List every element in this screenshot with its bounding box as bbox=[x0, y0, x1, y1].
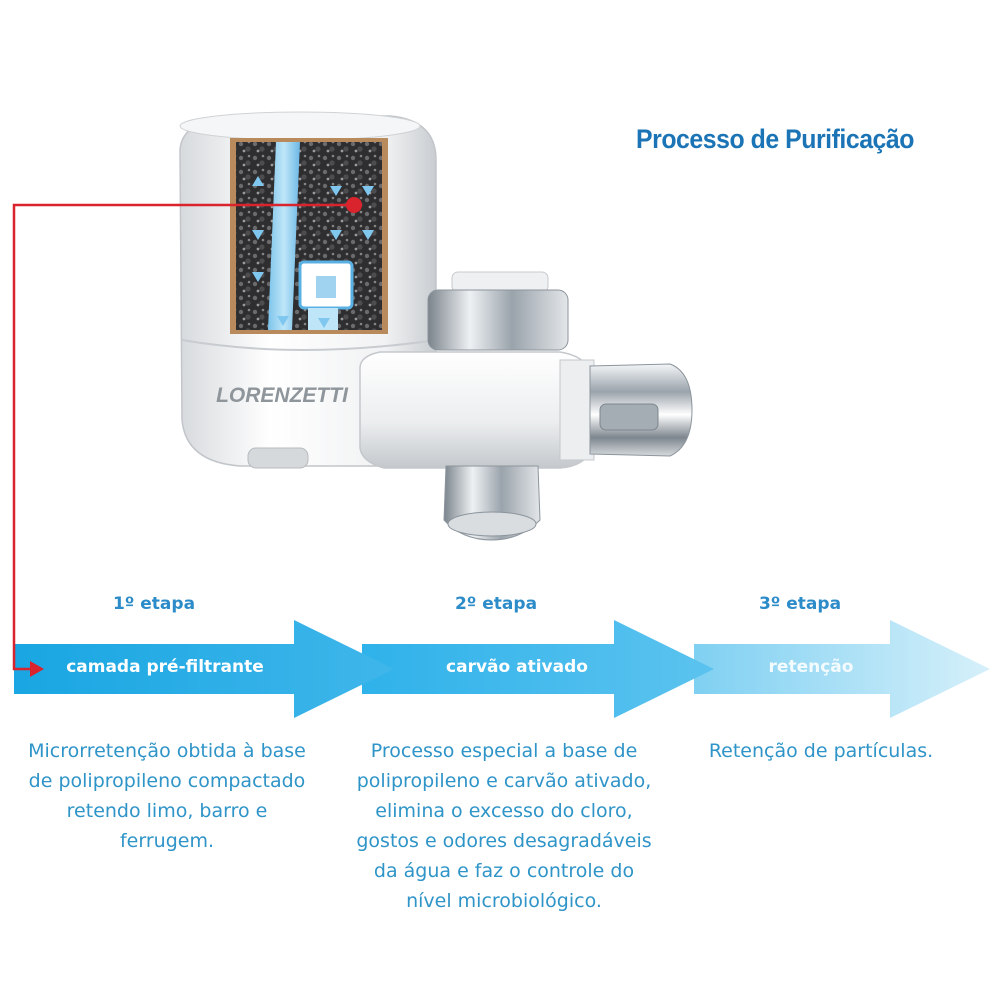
description-line: Processo especial a base de bbox=[370, 740, 638, 762]
chrome-nut bbox=[427, 271, 569, 351]
description-line: nível microbiológico. bbox=[406, 890, 602, 912]
pointer-dot-icon bbox=[346, 197, 362, 213]
brand-logo: LORENZETTI bbox=[216, 384, 349, 407]
step-2-band-label: carvão ativado bbox=[446, 657, 588, 677]
description-line: da água e faz o controle do bbox=[373, 860, 635, 882]
description-line: Retenção de partículas. bbox=[708, 740, 934, 762]
step-2-heading: 2º etapa bbox=[454, 594, 538, 614]
description-line: gostos e odores desagradáveis bbox=[356, 830, 652, 852]
page-title: Processo de Purificação bbox=[636, 124, 914, 154]
description-line: elimina o excesso do cloro, bbox=[375, 800, 633, 822]
step-3-band-label: retenção bbox=[768, 657, 854, 677]
step-1-description: Microrretenção obtida à base de poliprop… bbox=[4, 736, 330, 856]
arrow-step-1 bbox=[14, 620, 394, 718]
step-3-description: Retenção de partículas. bbox=[676, 736, 966, 766]
description-line: ferrugem. bbox=[119, 830, 214, 852]
step-3-heading: 3º etapa bbox=[758, 594, 842, 614]
description-line: retendo limo, barro e bbox=[66, 800, 268, 822]
connector-arm bbox=[359, 351, 591, 469]
step-1-band-label: camada pré-filtrante bbox=[66, 657, 264, 677]
chrome-spout bbox=[443, 465, 541, 541]
step-2-description: Processo especial a base de polipropilen… bbox=[336, 736, 672, 916]
step-1-heading: 1º etapa bbox=[112, 594, 196, 614]
process-arrows bbox=[14, 620, 990, 718]
arrow-step-3 bbox=[694, 620, 990, 718]
chrome-valve bbox=[559, 359, 693, 461]
filter-cutaway bbox=[230, 138, 388, 334]
description-line: de polipropileno compactado bbox=[28, 770, 306, 792]
arrow-step-2 bbox=[362, 620, 714, 718]
red-pointer bbox=[12, 197, 362, 677]
description-line: polipropileno e carvão ativado, bbox=[356, 770, 652, 792]
pointer-arrowhead-icon bbox=[30, 661, 44, 677]
description-line: Microrretenção obtida à base bbox=[28, 740, 306, 762]
